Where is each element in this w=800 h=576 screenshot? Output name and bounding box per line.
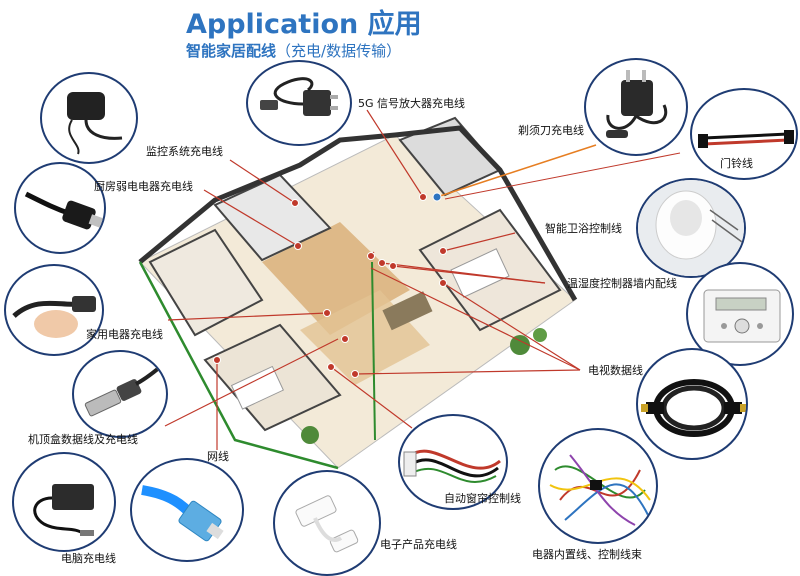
label-monitor: 监控系统充电线 <box>146 145 223 158</box>
circle-curtain-wire <box>398 414 508 510</box>
page-title: Application 应用 <box>186 9 422 40</box>
label-laptop: 电脑充电线 <box>61 552 116 565</box>
room-kitchen <box>213 173 332 262</box>
circle-shaver-charger <box>584 58 688 156</box>
plant-1 <box>510 335 530 355</box>
bed <box>450 248 510 298</box>
circle-usb-data-cable <box>72 350 168 438</box>
leader-lines <box>164 109 581 450</box>
leader-shaver <box>436 144 597 198</box>
label-thermo: 温湿度控制器墙内配线 <box>567 277 677 290</box>
circle-usb-plug <box>246 60 352 146</box>
circle-appliance-cable <box>4 264 104 356</box>
circle-network-cable <box>130 458 244 562</box>
label-kitchen: 厨房弱电电器充电线 <box>94 180 193 193</box>
label-stb: 机顶盒数据线及充电线 <box>28 433 138 446</box>
doorbell-wire-icon <box>698 130 794 148</box>
dc-barrel-icon <box>24 191 104 230</box>
hdmi-cable-icon <box>641 379 746 437</box>
label-shaver: 剃须刀充电线 <box>518 124 584 137</box>
usb-charger-icon <box>260 77 338 116</box>
circle-wall-adapter <box>40 72 138 164</box>
usb-cable-icon <box>295 495 359 553</box>
thermostat-panel-icon <box>703 289 781 343</box>
plant-2 <box>301 426 319 444</box>
circle-dc-barrel <box>14 162 106 254</box>
shaver-charger-icon <box>606 70 668 138</box>
label-network: 网线 <box>207 450 229 463</box>
label-bath: 智能卫浴控制线 <box>545 222 622 235</box>
wall-adapter-icon <box>67 92 123 155</box>
circle-smart-toilet <box>636 178 746 278</box>
label-signal-amp: 5G 信号放大器充电线 <box>358 97 466 110</box>
label-tv: 电视数据线 <box>588 364 643 377</box>
circle-hdmi-cable <box>636 348 748 460</box>
subtitle-paren: （充电/数据传输） <box>276 42 402 60</box>
label-curtain: 自动窗帘控制线 <box>444 492 521 505</box>
subtitle-main: 智能家居配线 <box>186 42 277 60</box>
leader-dots <box>213 193 447 378</box>
sofa <box>382 291 433 331</box>
label-doorbell: 门铃线 <box>720 157 753 170</box>
balcony-edge <box>138 261 339 470</box>
smart-toilet-icon <box>638 180 744 276</box>
bed-2 <box>230 365 285 410</box>
leader-dot-shaver <box>432 192 442 202</box>
ethernet-plug-icon <box>141 485 224 542</box>
room-bedroom-left <box>148 228 264 337</box>
outer-wall <box>138 125 578 302</box>
page-subtitle: 智能家居配线（充电/数据传输） <box>186 40 401 61</box>
circle-laptop-charger <box>12 452 116 552</box>
label-electronics: 电子产品充电线 <box>380 538 457 551</box>
leader-doorbell <box>444 152 681 200</box>
label-harness: 电器内置线、控制线束 <box>532 548 642 561</box>
circle-wire-harness <box>538 428 658 544</box>
wire-harness-icon <box>549 454 651 526</box>
circle-doorbell-wire <box>690 88 798 180</box>
curtain-wire-icon <box>403 449 501 483</box>
plant-3 <box>533 328 547 342</box>
green-divider <box>371 261 376 441</box>
usb-data-cable-icon <box>84 362 166 417</box>
appliance-cable-icon <box>12 296 96 338</box>
label-appliance: 家用电器充电线 <box>86 328 163 341</box>
circle-usb-cable <box>273 470 381 576</box>
laptop-charger-icon <box>33 484 94 536</box>
